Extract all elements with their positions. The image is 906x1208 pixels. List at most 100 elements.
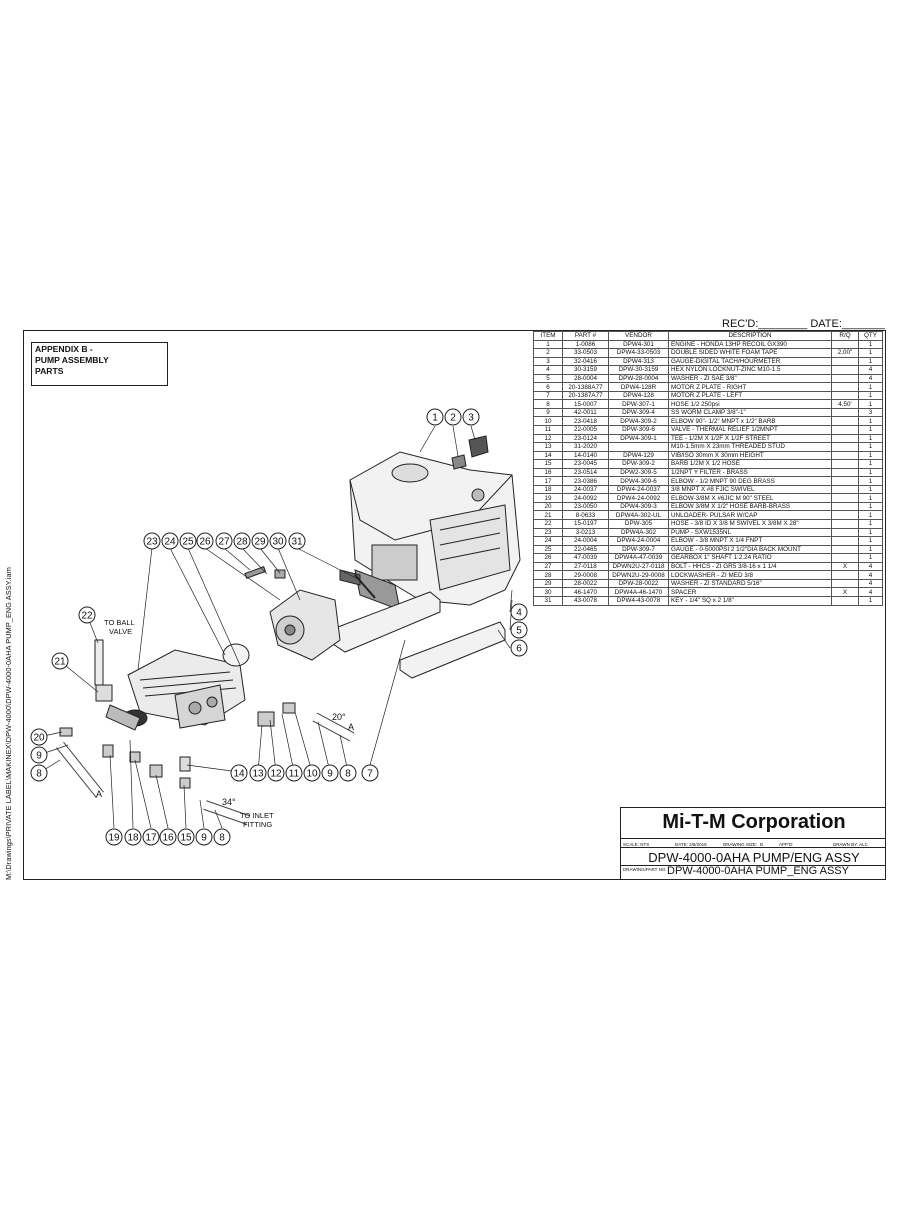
- drawn-by-label: DRAWN BY: ALC: [833, 842, 868, 847]
- appendix-line: APPENDIX B -: [35, 344, 93, 354]
- callout-label: 15: [180, 833, 192, 844]
- callout-label: 9: [36, 751, 42, 762]
- note-angle-20: 20°: [332, 712, 346, 722]
- note-angle-34: 34°: [222, 797, 236, 807]
- appendix-box: APPENDIX B - PUMP ASSEMBLY PARTS: [31, 342, 168, 386]
- part-number: DPW-4000-0AHA PUMP_ENG ASSY: [667, 865, 849, 877]
- callout-label: 9: [327, 769, 333, 780]
- callout-circle: [30, 746, 48, 764]
- callout-label: 31: [291, 537, 303, 548]
- approved-label: APP'D:: [779, 842, 794, 847]
- callout-circle: [303, 764, 321, 782]
- callout-circle: [426, 408, 444, 426]
- callout-circle: [249, 764, 267, 782]
- callout-label: 12: [270, 769, 282, 780]
- callout-label: 7: [367, 769, 373, 780]
- callout-circle: [269, 532, 287, 550]
- bill-of-materials-table: ITEM PART # VENDOR DESCRIPTION R/Q QTY 1…: [533, 331, 883, 606]
- callout-label: 29: [254, 537, 266, 548]
- callout-label: 8: [345, 769, 351, 780]
- callout-label: 19: [108, 833, 120, 844]
- callout-circle: [444, 408, 462, 426]
- company-name: Mi-T-M Corporation: [662, 811, 846, 833]
- callout-circle: [51, 652, 69, 670]
- callout-circle: [510, 639, 528, 657]
- callout-label: 27: [218, 537, 230, 548]
- callout-circle: [288, 532, 306, 550]
- callout-label: 3: [468, 413, 474, 424]
- callout-label: 11: [289, 769, 300, 780]
- pressure-gauge-drawing: [222, 643, 250, 667]
- motor-z-plate-right: [399, 621, 506, 679]
- foam-tape-drawing: [451, 454, 467, 470]
- appendix-line: PARTS: [35, 366, 64, 376]
- callout-label: 6: [516, 644, 522, 655]
- note-ball-valve-1: TO BALL: [104, 618, 135, 627]
- callout-circle: [196, 532, 214, 550]
- callout-circle: [142, 828, 160, 846]
- callout-label: 13: [252, 769, 264, 780]
- callout-circle: [105, 828, 123, 846]
- callout-label: 8: [219, 833, 225, 844]
- callout-label: 21: [54, 657, 66, 668]
- callout-circle: [215, 532, 233, 550]
- callout-label: 16: [162, 833, 174, 844]
- callout-label: 26: [199, 537, 211, 548]
- callout-label: 17: [145, 833, 157, 844]
- callout-label: 2: [450, 413, 456, 424]
- callout-circle: [361, 764, 379, 782]
- callout-circle: [179, 532, 197, 550]
- callout-circle: [321, 764, 339, 782]
- callout-circle: [78, 606, 96, 624]
- note-inlet-2: FITTING: [243, 820, 272, 829]
- drawing-size-label: DRAWING SIZE:: [723, 842, 758, 847]
- callout-circle: [339, 764, 357, 782]
- drawing-size-value: B: [760, 842, 764, 847]
- callout-label: 30: [272, 537, 284, 548]
- callout-circle: [177, 828, 195, 846]
- scale-label: SCALE: NTS: [623, 842, 650, 847]
- callout-label: 10: [306, 769, 318, 780]
- drawing-frame: [23, 330, 886, 880]
- callout-circle: [124, 828, 142, 846]
- callout-circle: [30, 764, 48, 782]
- callout-label: 1: [432, 413, 438, 424]
- callout-label: 22: [81, 611, 93, 622]
- callout-circle: [159, 828, 177, 846]
- drawing-title: DPW-4000-0AHA PUMP/ENG ASSY: [648, 850, 860, 865]
- callout-circle: [143, 532, 161, 550]
- received-date-line: REC'D:________ DATE:_______: [722, 318, 885, 330]
- note-section-a-2: A: [96, 789, 102, 799]
- callout-circle: [285, 764, 303, 782]
- callout-circle: [462, 408, 480, 426]
- callout-label: 18: [127, 833, 139, 844]
- callout-label: 14: [233, 769, 245, 780]
- callout-circle: [233, 532, 251, 550]
- date-label: DATE: 2/8/2015: [675, 842, 707, 847]
- callout-circle: [510, 621, 528, 639]
- bom-qty: 1: [858, 595, 883, 606]
- callout-circle: [161, 532, 179, 550]
- callout-circle: [267, 764, 285, 782]
- appendix-line: PUMP ASSEMBLY: [35, 355, 109, 365]
- pump-drawing: [122, 649, 246, 729]
- note-ball-valve-2: VALVE: [109, 627, 132, 636]
- callout-circle: [213, 828, 231, 846]
- callout-label: 9: [201, 833, 207, 844]
- note-section-a-1: A: [348, 722, 354, 732]
- note-inlet-1: TO INLET: [240, 811, 274, 820]
- callout-label: 23: [146, 537, 158, 548]
- callout-label: 24: [164, 537, 176, 548]
- engine-drawing: [339, 451, 521, 611]
- callout-label: 4: [516, 608, 522, 619]
- title-block: Mi-T-M Corporation SCALE: NTS DATE: 2/8/…: [620, 807, 886, 880]
